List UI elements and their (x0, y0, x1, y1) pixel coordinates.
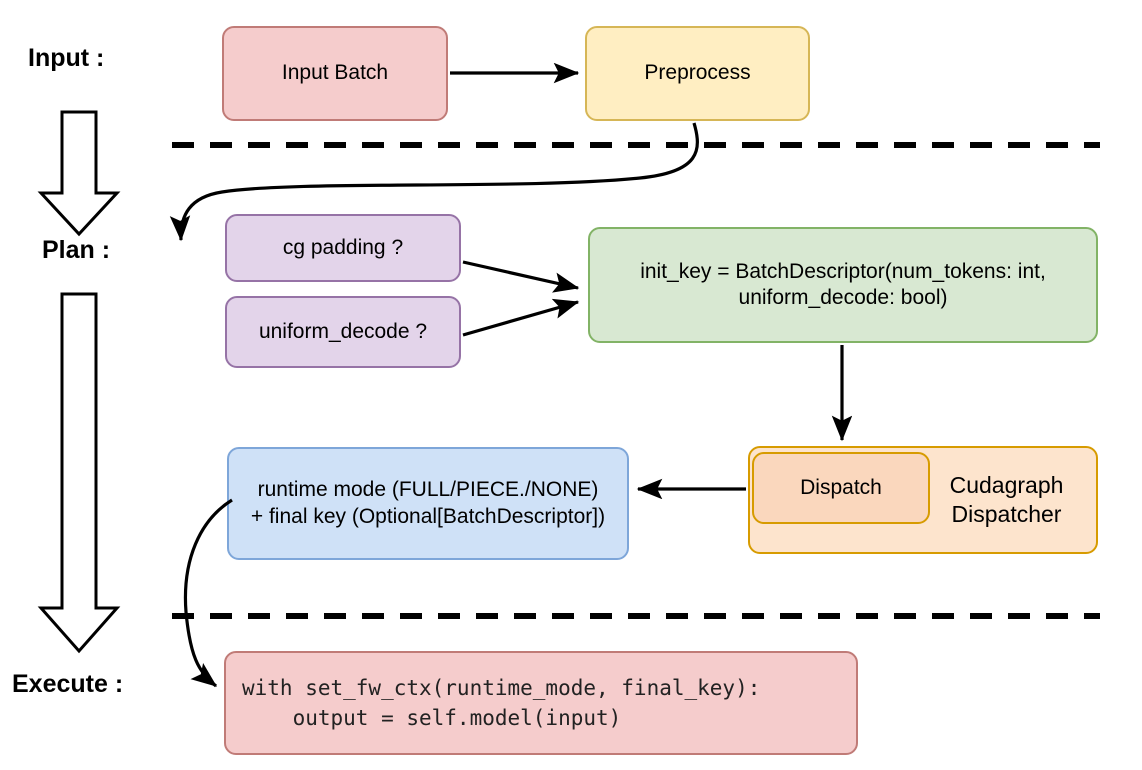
node-runtime-mode[interactable]: runtime mode (FULL/PIECE./NONE) + final … (227, 447, 629, 560)
stage-arrow-plan-to-execute (37, 292, 121, 654)
stage-label-input: Input : (28, 44, 105, 72)
node-preprocess[interactable]: Preprocess (585, 26, 810, 121)
stage-label-execute: Execute : (12, 670, 124, 698)
node-execute-code-line-1: with set_fw_ctx(runtime_mode, final_key)… (242, 675, 761, 700)
node-init-key[interactable]: init_key = BatchDescriptor(num_tokens: i… (588, 227, 1098, 343)
node-cudagraph-dispatcher-line-1: Cudagraph (949, 472, 1064, 499)
node-uniform-decode[interactable]: uniform_decode ? (225, 296, 461, 368)
stage-label-plan: Plan : (42, 236, 111, 264)
node-input-batch[interactable]: Input Batch (222, 26, 448, 121)
node-dispatch[interactable]: Dispatch (752, 452, 930, 524)
node-execute-code[interactable]: with set_fw_ctx(runtime_mode, final_key)… (224, 651, 858, 755)
arrow-cg-padding-to-init-key (462, 260, 580, 293)
node-runtime-mode-line-1: runtime mode (FULL/PIECE./NONE) (257, 478, 599, 502)
node-init-key-line-2: uniform_decode: bool) (738, 286, 948, 309)
node-cudagraph-dispatcher-line-2: Dispatcher (951, 501, 1062, 527)
arrow-uniform-decode-to-init-key (462, 298, 580, 337)
node-execute-code-line-2: output = self.model(input) (242, 706, 622, 730)
node-cg-padding[interactable]: cg padding ? (225, 214, 461, 282)
node-runtime-mode-line-2: + final key (Optional[BatchDescriptor]) (250, 504, 606, 528)
node-init-key-line-1: init_key = BatchDescriptor(num_tokens: i… (640, 259, 1046, 283)
stage-arrow-input-to-plan (37, 110, 121, 237)
